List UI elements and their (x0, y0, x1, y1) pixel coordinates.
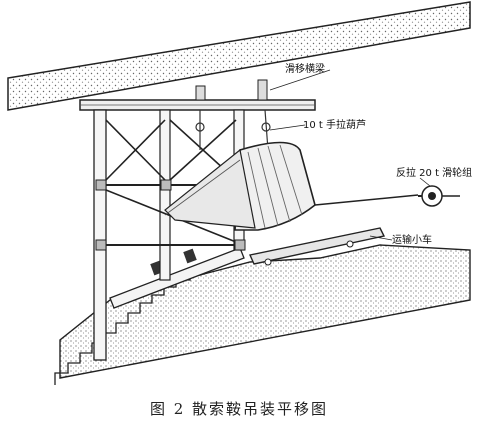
splay-saddle-ribs (247, 144, 303, 229)
leader-cart (369, 235, 393, 241)
joint-2 (160, 179, 172, 191)
clamp-block-2 (183, 248, 197, 264)
cart-wheel-2 (346, 240, 354, 248)
support-ramp (109, 247, 245, 309)
chain-hoist-2 (261, 122, 271, 132)
figure-caption: 图 2 散索鞍吊装平移图 (149, 400, 329, 418)
transport-cart (249, 227, 386, 265)
joint-4 (95, 239, 107, 251)
stairs (54, 273, 205, 385)
saddle-fan-line (164, 159, 241, 216)
label-transport-cart: 运输小车 (392, 233, 432, 246)
rock-foundation (59, 244, 471, 379)
truss-column-mid (159, 109, 171, 281)
joint-1 (95, 179, 107, 191)
brace-2 (105, 119, 166, 181)
brace-4 (169, 119, 237, 181)
joint-3 (234, 239, 246, 251)
pull-rope (314, 194, 419, 206)
label-pulley-block: 反拉 20 t 滑轮组 (396, 166, 472, 179)
leader-pulley (419, 177, 431, 187)
engineering-diagram: 滑移横梁 10 t 手拉葫芦 反拉 20 t 滑轮组 运输小车 (7, 1, 472, 385)
pulley-block-icon (418, 185, 460, 207)
ceiling-hanger-1 (195, 85, 206, 101)
label-slide-beam: 滑移横梁 (285, 62, 325, 75)
label-chain-hoist: 10 t 手拉葫芦 (303, 118, 366, 131)
truss-column-left (93, 109, 107, 361)
cart-wheel-1 (264, 258, 272, 266)
rock-ceiling (7, 1, 471, 111)
saddle-fan (164, 148, 256, 229)
ceiling-hanger-2 (257, 79, 268, 101)
leader-slide-beam (269, 69, 331, 91)
leader-chain-hoist (269, 124, 306, 131)
chain-hoist-1 (195, 122, 205, 132)
